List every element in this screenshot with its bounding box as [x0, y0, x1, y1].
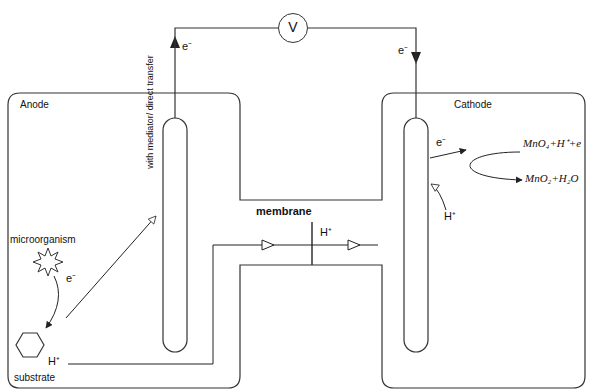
anode-wire-stub: [174, 93, 175, 118]
cathode-wire-stub: [415, 93, 416, 118]
proton-flow-arrow: [262, 240, 274, 250]
proton-flow-line: [68, 245, 378, 364]
chamber-title: Anode: [20, 99, 240, 110]
transfer-note: with mediator/ direct transfer: [146, 55, 156, 169]
reaction-label: MnO₄+H⁺+e: [523, 137, 581, 149]
circuit-wire: [308, 28, 416, 93]
electron-label: e⁻: [182, 40, 192, 52]
circuit-wire: [175, 28, 278, 93]
cell-outline: [8, 93, 585, 388]
electron-transfer-arrow: [66, 216, 156, 318]
substrate-label: substrate: [14, 372, 55, 383]
membrane-line: [311, 222, 313, 265]
proton-uptake-arrow: [431, 184, 446, 210]
voltmeter-circle: V: [278, 13, 308, 43]
proton-label: H⁺: [320, 226, 332, 238]
proton-flow-arrow: [348, 240, 360, 250]
electron-label: e⁻: [398, 44, 408, 56]
proton-label: H⁺: [444, 210, 456, 222]
cathode-electrode: [404, 118, 428, 352]
electron-release-arrow: [46, 276, 59, 328]
membrane-label: membrane: [256, 205, 312, 217]
meter-symbol: V: [288, 20, 297, 35]
microorganism-label: microorganism: [10, 234, 76, 245]
reduction-arrow: [430, 150, 466, 158]
reaction-label: MnO₂+H₂O: [525, 172, 579, 184]
anode-electrode: [163, 118, 187, 352]
substrate-hexagon: [16, 333, 44, 357]
electron-label: e⁻: [66, 272, 76, 284]
proton-label: H⁺: [48, 355, 60, 367]
electron-label: e⁻: [436, 136, 446, 148]
reduction-arrow: [470, 152, 522, 180]
chamber-title: Cathode: [454, 99, 585, 110]
microorganism-symbol: [33, 248, 63, 276]
